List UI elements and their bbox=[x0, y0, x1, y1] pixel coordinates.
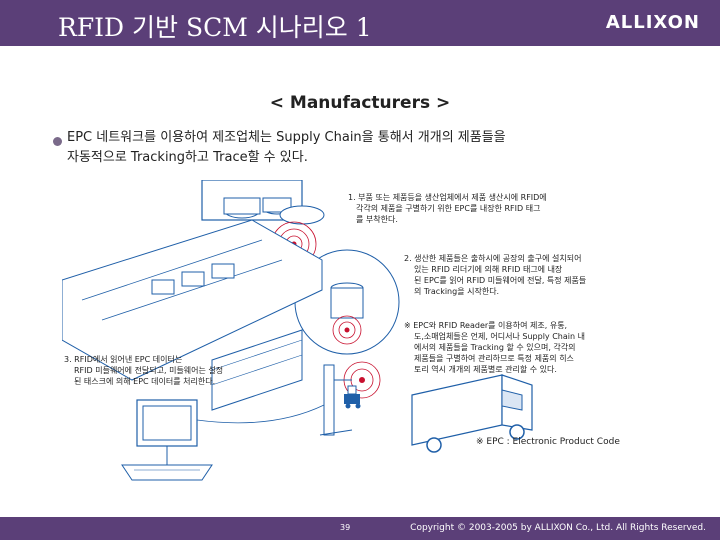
step-1-line-1: 1. 부품 또는 제품등을 생산업체에서 제품 생산시에 RFID에 bbox=[348, 193, 547, 202]
production-machine bbox=[201, 180, 325, 225]
epc-definition: ※ EPC : Electronic Product Code bbox=[476, 437, 620, 447]
step-2-line-3: 된 EPC를 읽어 RFID 미들웨어에 전달, 특정 제품들 bbox=[414, 276, 587, 285]
step-3-line-1: 3. RFID에서 읽어낸 EPC 데이터는 bbox=[64, 355, 183, 364]
section-subtitle: < Manufacturers > bbox=[269, 93, 451, 113]
middleware-computer bbox=[121, 399, 325, 481]
step-3-note: 3. RFID에서 읽어낸 EPC 데이터는 RFID 미들웨어에 전달되고, … bbox=[64, 354, 223, 387]
header-bar: RFID 기반 SCM 시나리오 1 ALLIXON bbox=[0, 0, 720, 46]
step-2-line-4: 의 Tracking을 시작한다. bbox=[414, 287, 500, 296]
forklift bbox=[344, 385, 361, 409]
bullet-icon bbox=[53, 137, 62, 146]
slide-title: RFID 기반 SCM 시나리오 1 bbox=[58, 13, 372, 42]
step-1-line-3: 를 부착한다. bbox=[356, 215, 398, 224]
step-2-line-1: 2. 생산한 제품들은 출하시에 공장의 출구에 설치되어 bbox=[404, 254, 582, 263]
bullet-line-2: 자동적으로 Tracking하고 Trace할 수 있다. bbox=[67, 150, 308, 165]
step-2-note: 2. 생산한 제품들은 출하시에 공장의 출구에 설치되어 있는 RFID 리더… bbox=[404, 253, 586, 297]
step-1-note: 1. 부품 또는 제품등을 생산업체에서 제품 생산시에 RFID에 각각의 제… bbox=[348, 192, 547, 225]
step-3-line-3: 된 태스크에 의해 EPC 데이터를 처리한다. bbox=[74, 377, 216, 386]
remark-line-1: ※ EPC와 RFID Reader를 이용하여 제조, 유통, bbox=[404, 321, 568, 330]
bullet-paragraph: EPC 네트워크를 이용하여 제조업체는 Supply Chain을 통해서 개… bbox=[67, 128, 687, 168]
step-3-line-2: RFID 미들웨어에 전달되고, 미들웨어는 설정 bbox=[74, 366, 224, 375]
delivery-truck bbox=[411, 374, 533, 453]
page-number: 39 bbox=[340, 523, 351, 532]
remark-line-2: 도,소매업체들은 언제, 어디서나 Supply Chain 내 bbox=[414, 332, 585, 341]
remark-line-3: 에서의 제품들을 Tracking 할 수 있으며, 각각의 bbox=[414, 343, 576, 352]
factory-conveyor bbox=[62, 219, 323, 411]
step-1-line-2: 각각의 제품을 구별하기 위한 EPC를 내장한 RFID 태그 bbox=[356, 204, 541, 213]
exit-gate-reader bbox=[319, 361, 381, 436]
remark-line-4: 제품들을 구별하여 관리하므로 특정 제품의 히스 bbox=[414, 354, 574, 363]
remark-line-5: 토리 역시 개개의 제품별로 관리할 수 있다. bbox=[414, 365, 557, 374]
bullet-line-1: EPC 네트워크를 이용하여 제조업체는 Supply Chain을 통해서 개… bbox=[67, 130, 506, 145]
supply-chain-illustration bbox=[62, 180, 533, 481]
allixon-logo: ALLIXON bbox=[605, 12, 700, 33]
step-2-line-2: 있는 RFID 리더기에 의해 RFID 태그에 내장 bbox=[414, 265, 563, 274]
copyright-text: Copyright © 2003-2005 by ALLIXON Co., Lt… bbox=[410, 523, 706, 533]
remark-note: ※ EPC와 RFID Reader를 이용하여 제조, 유통, 도,소매업체들… bbox=[404, 320, 585, 375]
footer-bar: 39 Copyright © 2003-2005 by ALLIXON Co.,… bbox=[0, 517, 720, 540]
